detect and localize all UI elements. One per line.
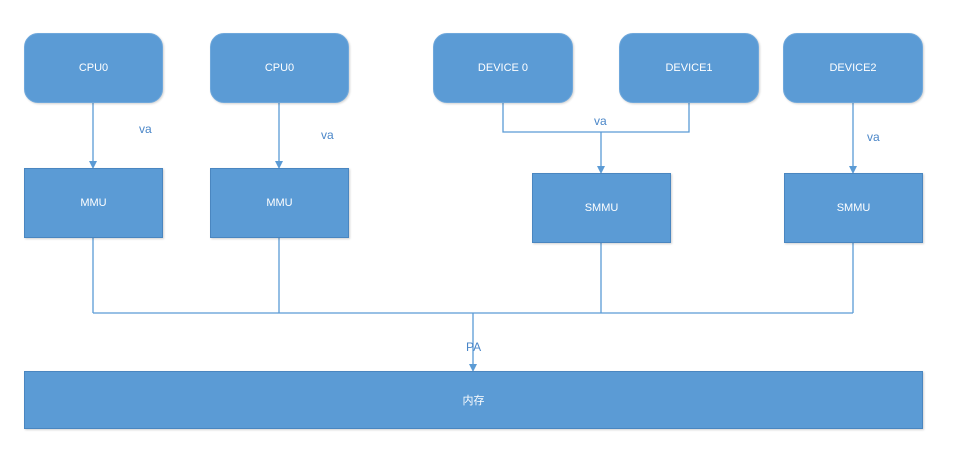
device0-node-label: DEVICE 0 (477, 62, 529, 74)
mmu-node-b: MMU (210, 168, 349, 238)
device1-node-label: DEVICE1 (665, 62, 713, 74)
mmu-node-a: MMU (24, 168, 163, 238)
cpu0-node-a-label: CPU0 (78, 62, 109, 74)
cpu0-node-a: CPU0 (24, 33, 163, 103)
smmu-node-b-label: SMMU (836, 202, 871, 214)
memory-node-label: 内存 (462, 395, 485, 407)
memory-node: 内存 (24, 371, 923, 429)
smmu-node-a: SMMU (532, 173, 671, 243)
device2-node-label: DEVICE2 (829, 62, 877, 74)
cpu0-node-b: CPU0 (210, 33, 349, 103)
device1-node: DEVICE1 (619, 33, 759, 103)
va-label-cpu0-a: va (139, 122, 152, 136)
mmu-node-b-label: MMU (266, 197, 293, 209)
va-label-devices: va (594, 114, 607, 128)
edge-device0-device1-merge (502, 103, 690, 133)
smmu-node-a-label: SMMU (584, 202, 619, 214)
va-label-device2: va (867, 130, 880, 144)
device2-node: DEVICE2 (783, 33, 923, 103)
mmu-node-a-label: MMU (80, 197, 107, 209)
smmu-node-b: SMMU (784, 173, 923, 243)
device0-node: DEVICE 0 (433, 33, 573, 103)
va-label-cpu0-b: va (321, 128, 334, 142)
pa-label: PA (466, 340, 482, 354)
cpu0-node-b-label: CPU0 (264, 62, 295, 74)
